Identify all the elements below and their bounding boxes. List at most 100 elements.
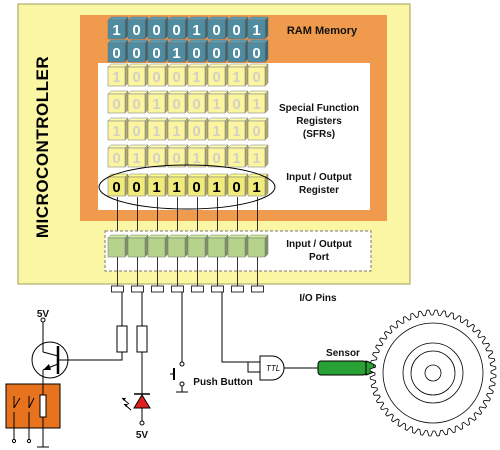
io-register-bit: 0 xyxy=(192,179,200,196)
io-register-bit: 1 xyxy=(212,179,220,196)
io-pins xyxy=(111,257,264,293)
ram-bit: 0 xyxy=(192,45,200,62)
ram-cell: 0 xyxy=(227,16,249,40)
sfr-bit: 0 xyxy=(132,123,140,140)
sensor-icon xyxy=(317,360,375,376)
sfr-cell: 0 xyxy=(247,117,269,141)
ram-cell: 1 xyxy=(107,16,129,40)
sfr-bit: 1 xyxy=(252,150,260,167)
sfr-cell: 0 xyxy=(167,144,189,168)
ram-cell: 0 xyxy=(207,39,229,63)
sfr-bit: 0 xyxy=(252,69,260,86)
ram-cell: 0 xyxy=(127,39,149,63)
io-register-label-line2: Register xyxy=(299,185,339,196)
sfr-bit: 0 xyxy=(192,96,200,113)
sfr-cell: 1 xyxy=(207,90,229,114)
sfr-bit: 0 xyxy=(212,150,220,167)
sfr-cell: 0 xyxy=(207,144,229,168)
io-port-label-line2: Port xyxy=(309,252,330,263)
sfr-label-line3: (SFRs) xyxy=(303,129,335,140)
port-cell xyxy=(147,234,169,258)
io-register-cell: 1 xyxy=(207,173,229,197)
led-icon xyxy=(121,393,151,422)
port-cell xyxy=(167,234,189,258)
vcc-bottom-label: 5V xyxy=(136,430,149,441)
ram-bit: 1 xyxy=(252,22,260,39)
io-register-cell: 0 xyxy=(187,173,209,197)
sfr-cell: 0 xyxy=(147,144,169,168)
sfr-cell: 0 xyxy=(227,90,249,114)
ram-bit: 0 xyxy=(112,45,120,62)
io-pins-label: I/O Pins xyxy=(299,293,337,304)
pin-pad xyxy=(151,285,164,293)
port-cell xyxy=(227,234,249,258)
io-register-cell: 1 xyxy=(247,173,269,197)
ram-bit: 0 xyxy=(232,45,240,62)
ram-bit: 1 xyxy=(192,22,200,39)
sfr-bit: 1 xyxy=(212,123,220,140)
io-register-label-line1: Input / Output xyxy=(286,172,352,183)
sfr-cell: 0 xyxy=(147,63,169,87)
io-port-label-line1: Input / Output xyxy=(286,239,352,250)
sfr-cell: 1 xyxy=(187,63,209,87)
base-wire xyxy=(78,352,123,361)
sfr-bit: 0 xyxy=(232,96,240,113)
relay-icon xyxy=(5,383,61,448)
ram-cell: 0 xyxy=(207,16,229,40)
sfr-cell: 1 xyxy=(147,117,169,141)
sfr-bit: 0 xyxy=(172,69,180,86)
io-register-cell: 0 xyxy=(127,173,149,197)
sfr-bit: 0 xyxy=(152,69,160,86)
sfr-cell: 0 xyxy=(107,90,129,114)
sfr-cell: 1 xyxy=(227,117,249,141)
sfr-bit: 0 xyxy=(132,96,140,113)
pin-pad xyxy=(211,285,224,293)
sfr-bit: 1 xyxy=(232,123,240,140)
resistor-2 xyxy=(136,325,148,353)
pin-pad xyxy=(191,285,204,293)
sfr-cell: 0 xyxy=(107,144,129,168)
sfr-cell: 1 xyxy=(227,63,249,87)
sfr-cell: 0 xyxy=(167,90,189,114)
resistor-1 xyxy=(116,325,128,353)
ram-cell: 0 xyxy=(147,16,169,40)
sfr-bit: 0 xyxy=(212,69,220,86)
sfr-cell: 1 xyxy=(227,144,249,168)
register-port-wires xyxy=(117,197,258,236)
io-port-cells xyxy=(107,234,269,258)
ram-cell: 0 xyxy=(147,39,169,63)
port-cell xyxy=(107,234,129,258)
sfr-cell: 0 xyxy=(167,63,189,87)
sfr-label-line1: Special Function xyxy=(279,103,359,114)
sfr-bit: 1 xyxy=(152,123,160,140)
io-register-bit: 0 xyxy=(112,179,120,196)
sfr-cell: 1 xyxy=(207,117,229,141)
sfr-cell: 0 xyxy=(207,63,229,87)
sfr-bit: 1 xyxy=(192,150,200,167)
sfr-bit: 0 xyxy=(112,96,120,113)
port-cell xyxy=(187,234,209,258)
sfr-cell: 1 xyxy=(187,144,209,168)
pin-pad xyxy=(251,285,264,293)
sfr-bit: 0 xyxy=(252,123,260,140)
sfr-bit: 1 xyxy=(232,69,240,86)
vcc-bottom-node xyxy=(139,420,145,426)
pin6-wire xyxy=(221,292,260,363)
io-register-bit: 1 xyxy=(252,179,260,196)
gear-icon xyxy=(369,309,497,437)
io-register-cell: 1 xyxy=(147,173,169,197)
sfr-bit: 0 xyxy=(172,96,180,113)
sfr-cell: 1 xyxy=(247,144,269,168)
vcc-top-label: 5V xyxy=(37,309,50,320)
port-cell xyxy=(247,234,269,258)
ram-bit: 0 xyxy=(152,45,160,62)
ram-bit: 0 xyxy=(132,22,140,39)
sfr-cell: 0 xyxy=(127,117,149,141)
sfr-bit: 1 xyxy=(152,96,160,113)
sfr-cell: 1 xyxy=(107,117,129,141)
ram-cell: 0 xyxy=(167,16,189,40)
sfr-cell: 1 xyxy=(167,117,189,141)
ram-bit: 1 xyxy=(112,22,120,39)
sfr-cell: 1 xyxy=(107,63,129,87)
